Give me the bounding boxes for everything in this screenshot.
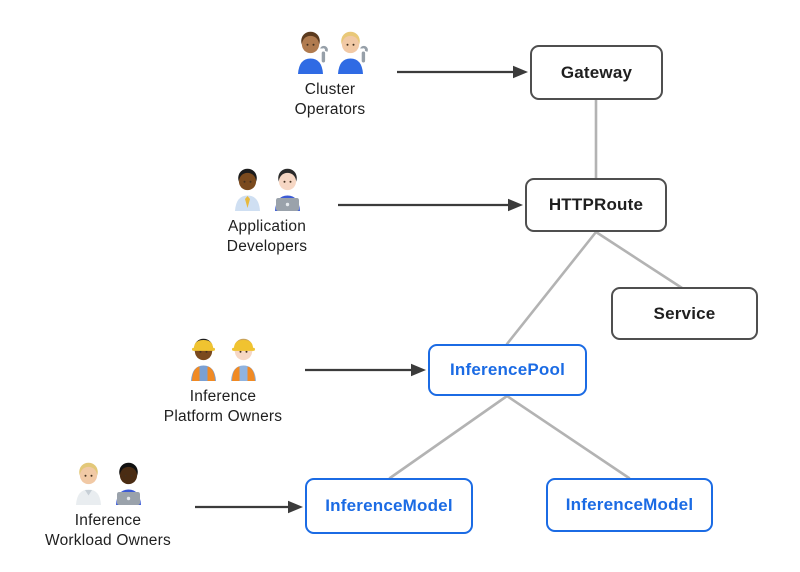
inference-platform-owners-label: Inference Platform Owners	[163, 388, 283, 425]
httproute-node: HTTPRoute	[525, 178, 667, 232]
application-developers-label: Application Developers	[226, 218, 308, 255]
cluster-operators-label: Cluster Operators	[294, 81, 366, 118]
developers-emoji-pair-icon	[229, 165, 306, 211]
inferencepool-label: InferencePool	[449, 360, 566, 379]
edge-httproute-inferencepool	[505, 230, 598, 346]
edge-inferencepool-inferencemodel-right	[505, 394, 631, 480]
gateway-label: Gateway	[560, 62, 633, 82]
workload-owners-emoji-pair-icon	[70, 459, 147, 505]
gateway-node: Gateway	[530, 45, 663, 100]
service-label: Service	[653, 303, 716, 323]
edge-httproute-service	[594, 230, 684, 290]
inferencemodel-left-node: InferenceModel	[305, 478, 473, 534]
edge-inferencepool-inferencemodel-left	[388, 394, 509, 480]
inferencemodel-left-label: InferenceModel	[325, 496, 453, 515]
inferencepool-node: InferencePool	[428, 344, 587, 396]
construction-workers-emoji-pair-icon	[185, 335, 262, 381]
inference-workload-owners-label: Inference Workload Owners	[45, 512, 171, 549]
inferencemodel-right-node: InferenceModel	[546, 478, 713, 532]
arrowhead-inferencepool	[411, 363, 426, 377]
httproute-label: HTTPRoute	[548, 195, 644, 214]
arrowhead-inferencemodel	[288, 500, 303, 514]
persona-inference-platform-owners: Inference Platform Owners	[133, 335, 313, 427]
inferencemodel-right-label: InferenceModel	[565, 495, 694, 514]
arrowhead-gateway	[513, 65, 528, 79]
mechanics-emoji-pair-icon	[292, 28, 369, 74]
arrowhead-httproute	[508, 198, 523, 212]
persona-cluster-operators: Cluster Operators	[240, 28, 420, 120]
persona-inference-workload-owners: Inference Workload Owners	[18, 459, 198, 551]
persona-application-developers: Application Developers	[177, 165, 357, 257]
service-node: Service	[611, 287, 758, 340]
